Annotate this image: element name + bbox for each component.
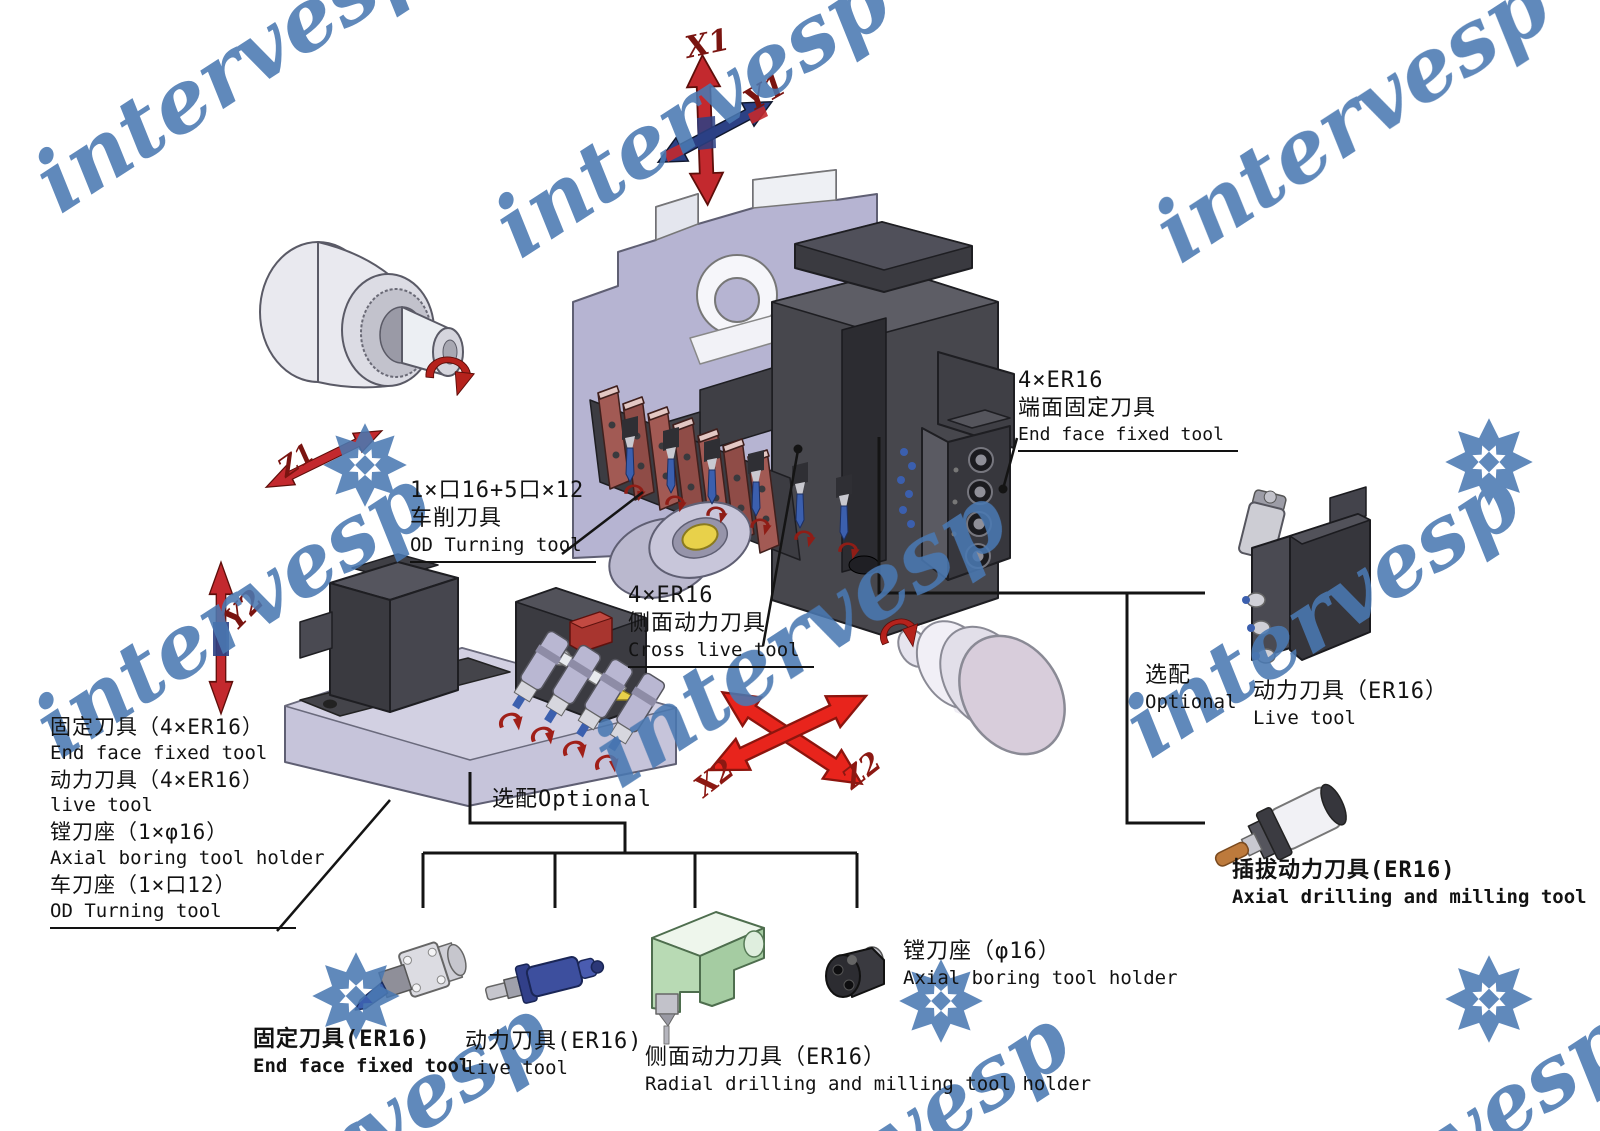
- label-line-en: Live tool: [1253, 707, 1356, 730]
- cross-live-drills: [622, 416, 861, 561]
- label-line-zh: 镗刀座（1×φ16）: [50, 820, 229, 845]
- er16-collet-holes: [951, 447, 994, 569]
- label-line-zh: 插拔动力刀具(ER16): [1232, 858, 1456, 883]
- label-bottom-tool-radial: 侧面动力刀具（ER16） Radial drilling and milling…: [645, 1044, 1091, 1098]
- label-line-en: Radial drilling and milling tool holder: [645, 1073, 1092, 1096]
- axis-arrows: [208, 53, 875, 800]
- label-line-en: Axial drilling and milling tool: [1232, 886, 1587, 909]
- label-od-turning-tool: 1×口16+5口×12 车削刀具 OD Turning tool: [410, 477, 596, 563]
- label-line-zh: 侧面动力刀具（ER16）: [645, 1045, 886, 1070]
- watermark-text: intervesp: [1136, 0, 1567, 283]
- label-line-zh: 端面固定刀具: [1018, 396, 1157, 422]
- label-line-en: live tool: [465, 1057, 568, 1080]
- snowflake-icon: [1445, 418, 1533, 506]
- snowflake-icon: [323, 423, 407, 507]
- axial-drilling-tool-illustration: [1214, 783, 1347, 867]
- side-cutters: [897, 448, 916, 528]
- bottom-tool-live-illustration: [484, 956, 605, 1004]
- label-boring-tool-holder: 镗刀座（φ16） Axial boring tool holder: [903, 938, 1178, 992]
- bottom-tool-fixed-illustration: [354, 941, 467, 1011]
- live-tool-cutters: [1242, 592, 1276, 664]
- label-bottom-tool-live: 动力刀具(ER16) live tool: [465, 1028, 642, 1082]
- label-line-en: End face fixed tool: [253, 1055, 471, 1078]
- bottom-tool-boring-illustration: [825, 946, 885, 998]
- sub-turret-illustration: [284, 553, 677, 807]
- label-live-tool: 动力刀具（ER16） Live tool: [1253, 678, 1448, 732]
- snowflake-icon: [1445, 955, 1533, 1043]
- label-sub-turret-tools: 固定刀具（4×ER16） End face fixed tool 动力刀具（4×…: [50, 714, 325, 930]
- live-tool-illustration: [1238, 486, 1371, 664]
- label-line-zh: 4×ER16: [628, 583, 714, 608]
- label-line-zh: 1×口16+5口×12: [410, 478, 585, 503]
- label-line-en: End face fixed tool: [1018, 423, 1238, 452]
- label-cross-live-tool: 4×ER16 侧面动力刀具 Cross live tool: [628, 582, 814, 668]
- label-line-en: Axial boring tool holder: [50, 846, 325, 869]
- label-line-zh: 车刀座（1×口12）: [50, 872, 237, 897]
- main-turret-illustration: [572, 169, 1015, 637]
- label-line-zh: 固定刀具（4×ER16）: [50, 715, 264, 739]
- label-line-en: Cross live tool: [628, 638, 814, 668]
- label-line-en: OD Turning tool: [50, 899, 296, 930]
- label-line-zh: 动力刀具(ER16): [465, 1029, 643, 1054]
- sub-live-tool-units: [496, 630, 666, 777]
- label-line-zh: 4×ER16: [1018, 368, 1104, 393]
- bottom-tool-radial-illustration: [651, 911, 765, 1045]
- label-line-zh: 动力刀具（ER16）: [1253, 679, 1448, 704]
- leader-lines: [276, 437, 1205, 932]
- turret-wheel: [608, 501, 752, 599]
- label-line-en: Optional: [1145, 691, 1237, 714]
- label-line-en: Axial boring tool holder: [903, 967, 1178, 990]
- label-line-en: live tool: [50, 794, 153, 817]
- label-end-face-fixed-tool: 4×ER16 端面固定刀具 End face fixed tool: [1018, 367, 1238, 452]
- watermark-text: intervesp: [1216, 989, 1600, 1131]
- label-line-zh: 固定刀具(ER16): [253, 1027, 431, 1052]
- workpiece-illustration: [876, 614, 1066, 756]
- label-optional-right: 选配 Optional: [1145, 662, 1237, 716]
- label-axial-drilling-tool: 插拔动力刀具(ER16) Axial drilling and milling …: [1232, 857, 1587, 911]
- label-line-en: End face fixed tool: [50, 741, 268, 764]
- watermark-text: intervesp: [16, 0, 447, 233]
- label-line-zh: 车削刀具: [410, 506, 503, 532]
- label-line-zh: 动力刀具（4×ER16）: [50, 767, 264, 792]
- label-line-zh: 镗刀座（φ16）: [903, 939, 1061, 964]
- label-line-en: OD Turning tool: [410, 533, 596, 563]
- label-line-zh: 选配: [1145, 663, 1192, 688]
- label-line-zh: 侧面动力刀具: [628, 611, 767, 637]
- main-spindle-illustration: [259, 241, 478, 399]
- label-optional-center: 选配Optional: [492, 787, 652, 812]
- label-bottom-tool-fixed: 固定刀具(ER16) End face fixed tool: [253, 1026, 470, 1080]
